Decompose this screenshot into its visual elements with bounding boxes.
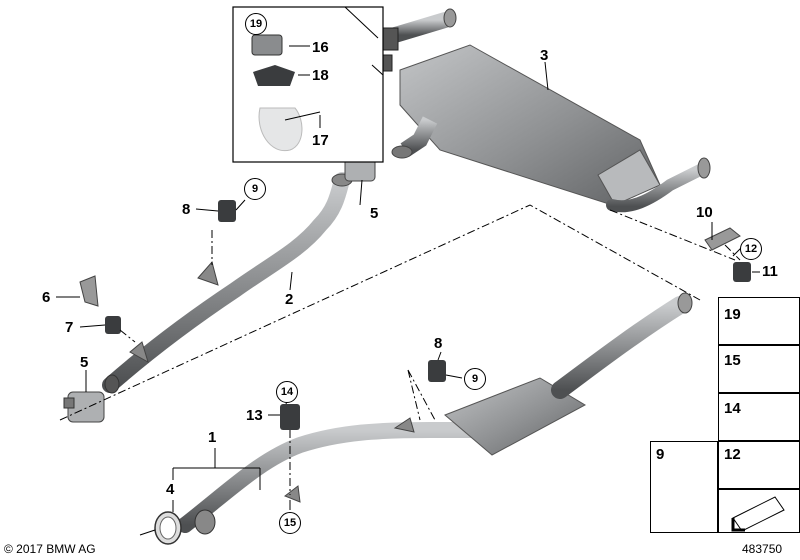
callout-19-circle: 19 xyxy=(245,13,267,35)
legend-box-14 xyxy=(718,393,800,441)
legend-number-15: 15 xyxy=(724,352,741,369)
clamp-ring-4 xyxy=(154,511,182,545)
legend-box-15 xyxy=(718,345,800,393)
legend-box-9 xyxy=(650,441,718,533)
legend-number-12: 12 xyxy=(724,446,741,463)
callout-14-circle: 14 xyxy=(276,381,298,403)
callout-16: 16 xyxy=(312,39,329,56)
callout-7: 7 xyxy=(65,319,74,336)
bracket-6 xyxy=(79,275,99,307)
legend-box-arrow xyxy=(718,489,800,533)
copyright-text: © 2017 BMW AG xyxy=(4,542,96,556)
callout-8-top: 8 xyxy=(182,201,191,218)
bracket-10 xyxy=(704,227,741,251)
clamp-bottom xyxy=(63,391,105,423)
legend-number-14: 14 xyxy=(724,400,741,417)
front-pipe xyxy=(102,172,353,394)
callout-17: 17 xyxy=(312,132,329,149)
rubber-mount-13 xyxy=(280,404,300,430)
callout-1: 1 xyxy=(208,429,217,446)
callout-18: 18 xyxy=(312,67,329,84)
callout-11: 11 xyxy=(762,263,778,280)
rubber-mount-11 xyxy=(733,262,751,282)
callout-13: 13 xyxy=(246,407,263,424)
callout-9-bottom-circle: 9 xyxy=(464,368,486,390)
center-silencer xyxy=(177,292,693,535)
rubber-mount-8-bottom xyxy=(428,360,446,382)
callout-10: 10 xyxy=(696,204,713,221)
callout-6: 6 xyxy=(42,289,51,306)
callout-3: 3 xyxy=(540,47,549,64)
callout-5-top: 5 xyxy=(370,205,379,222)
callout-15-circle: 15 xyxy=(279,512,301,534)
callout-5-bottom: 5 xyxy=(80,354,89,371)
callout-12-circle: 12 xyxy=(740,238,762,260)
rubber-mount-8-top xyxy=(218,200,236,222)
rubber-mount-7 xyxy=(105,316,121,334)
dashdot-lines xyxy=(59,204,741,495)
diagram-number: 483750 xyxy=(742,542,783,556)
rear-silencer xyxy=(371,8,711,213)
callout-8-bottom: 8 xyxy=(434,335,443,352)
callout-4: 4 xyxy=(166,481,175,498)
legend-number-9: 9 xyxy=(656,446,665,463)
legend-number-19: 19 xyxy=(724,306,741,323)
leader-lines xyxy=(56,45,760,536)
legend-box-19 xyxy=(718,297,800,345)
callout-2: 2 xyxy=(285,291,294,308)
callout-9-top-circle: 9 xyxy=(244,178,266,200)
